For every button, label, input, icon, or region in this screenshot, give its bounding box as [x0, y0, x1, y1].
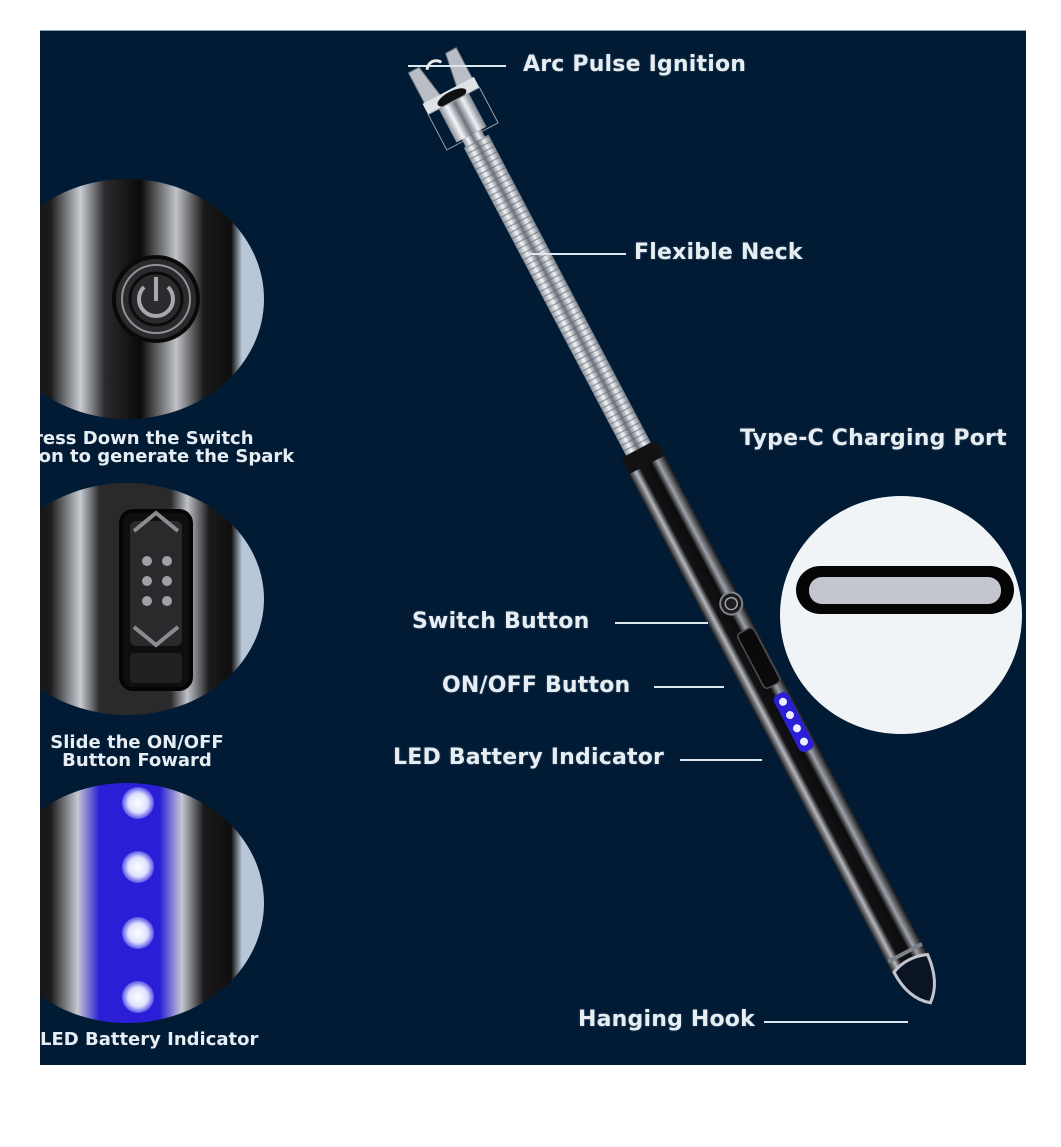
led-dot-icon: [122, 851, 154, 883]
callout-led-indicator: LED Battery Indicator: [393, 745, 665, 770]
usb-c-port-icon: [796, 566, 1014, 614]
slide-switch-illustration: [40, 483, 264, 715]
callout-type-c-port: Type-C Charging Port: [740, 426, 1007, 451]
caption-line: Slide the ON/OFF: [50, 732, 224, 753]
inset-caption-led: LED Battery Indicator: [40, 1031, 258, 1049]
hanging-hook: [892, 952, 936, 1005]
caption-line: ton to generate the Spark: [40, 446, 295, 467]
switch-closeup-illustration: [40, 179, 264, 419]
inset-led-closeup: [40, 783, 264, 1023]
product-infographic-panel: ress Down the Switch ton to generate the…: [40, 30, 1026, 1065]
lighter-body: [622, 441, 929, 975]
callout-hanging-hook: Hanging Hook: [578, 1007, 755, 1032]
callout-flexible-neck: Flexible Neck: [634, 240, 803, 265]
inset-caption-switch: ress Down the Switch ton to generate the…: [40, 430, 294, 466]
inset-caption-slide: Slide the ON/OFF Button Foward: [47, 734, 227, 770]
led-dot-icon: [122, 787, 154, 819]
led-dot-icon: [122, 981, 154, 1013]
callout-on-off-button: ON/OFF Button: [442, 673, 631, 698]
inset-switch-closeup: [40, 179, 264, 419]
inset-slide-switch-closeup: [40, 483, 264, 715]
led-closeup-illustration: [40, 783, 264, 1023]
caption-line: Button Foward: [62, 750, 212, 771]
led-dot-icon: [122, 917, 154, 949]
lighter-illustration: [407, 47, 936, 1023]
ignition-head: [407, 47, 499, 151]
callout-arc-pulse-ignition: Arc Pulse Ignition: [523, 52, 747, 77]
callout-switch-button: Switch Button: [412, 609, 590, 634]
inset-type-c-port: [780, 496, 1022, 734]
flexible-neck: [463, 134, 653, 460]
caption-line: LED Battery Indicator: [40, 1029, 259, 1050]
caption-line: ress Down the Switch: [40, 428, 254, 449]
